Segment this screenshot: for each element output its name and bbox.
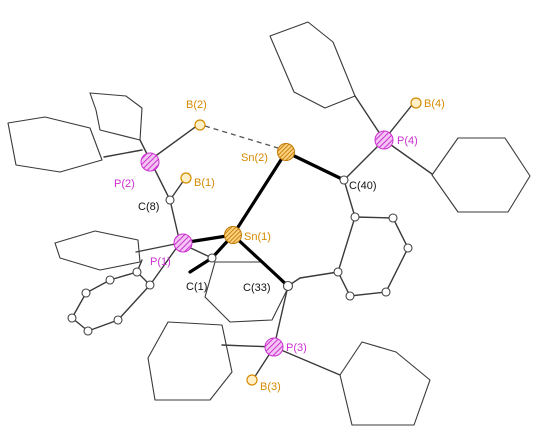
tin-atoms [224, 143, 295, 244]
label-b4: B(4) [424, 98, 445, 110]
label-c33: C(33) [243, 282, 271, 294]
atom-b3 [246, 374, 258, 386]
atom-b2 [194, 119, 206, 131]
label-c8: C(8) [138, 201, 159, 213]
label-p3: P(3) [286, 342, 307, 354]
label-p4: P(4) [397, 135, 418, 147]
label-sn1: Sn(1) [244, 231, 271, 243]
b2-sn2-contact [204, 125, 279, 149]
atom-p1 [173, 233, 193, 253]
label-p2: P(2) [114, 178, 135, 190]
atom-b4 [410, 97, 422, 109]
phenyl-ring-right [337, 216, 409, 297]
atom-p3 [264, 337, 284, 357]
atom-p4 [374, 130, 394, 150]
atom-labels: B(2) B(4) Sn(2) P(4) P(2) B(1) C(40) C(8… [114, 98, 445, 393]
boron-atoms [180, 97, 422, 386]
label-c40: C(40) [349, 180, 377, 192]
ring-p2-top [89, 92, 143, 141]
ring-p4-top [269, 21, 356, 109]
atom-sn1 [224, 226, 242, 244]
label-b2: B(2) [186, 99, 207, 111]
ring-p3-right [339, 341, 431, 426]
ring-p2-left [7, 116, 103, 173]
label-sn2: Sn(2) [241, 152, 268, 164]
carbon-atoms [67, 175, 413, 336]
atom-p2 [140, 152, 160, 172]
label-b1: B(1) [194, 177, 215, 189]
ring-p4-right [431, 137, 531, 213]
phosphorus-atoms [140, 130, 394, 357]
label-p1: P(1) [150, 256, 171, 268]
atom-b1 [180, 172, 192, 184]
label-c1: C(1) [186, 281, 207, 293]
atom-sn2 [277, 143, 295, 161]
ring-p3-left [147, 321, 233, 401]
ring-p1-left [54, 230, 141, 271]
cyclohexyl-rings [7, 21, 531, 426]
label-b3: B(3) [260, 381, 281, 393]
tin-bonds [180, 150, 346, 288]
